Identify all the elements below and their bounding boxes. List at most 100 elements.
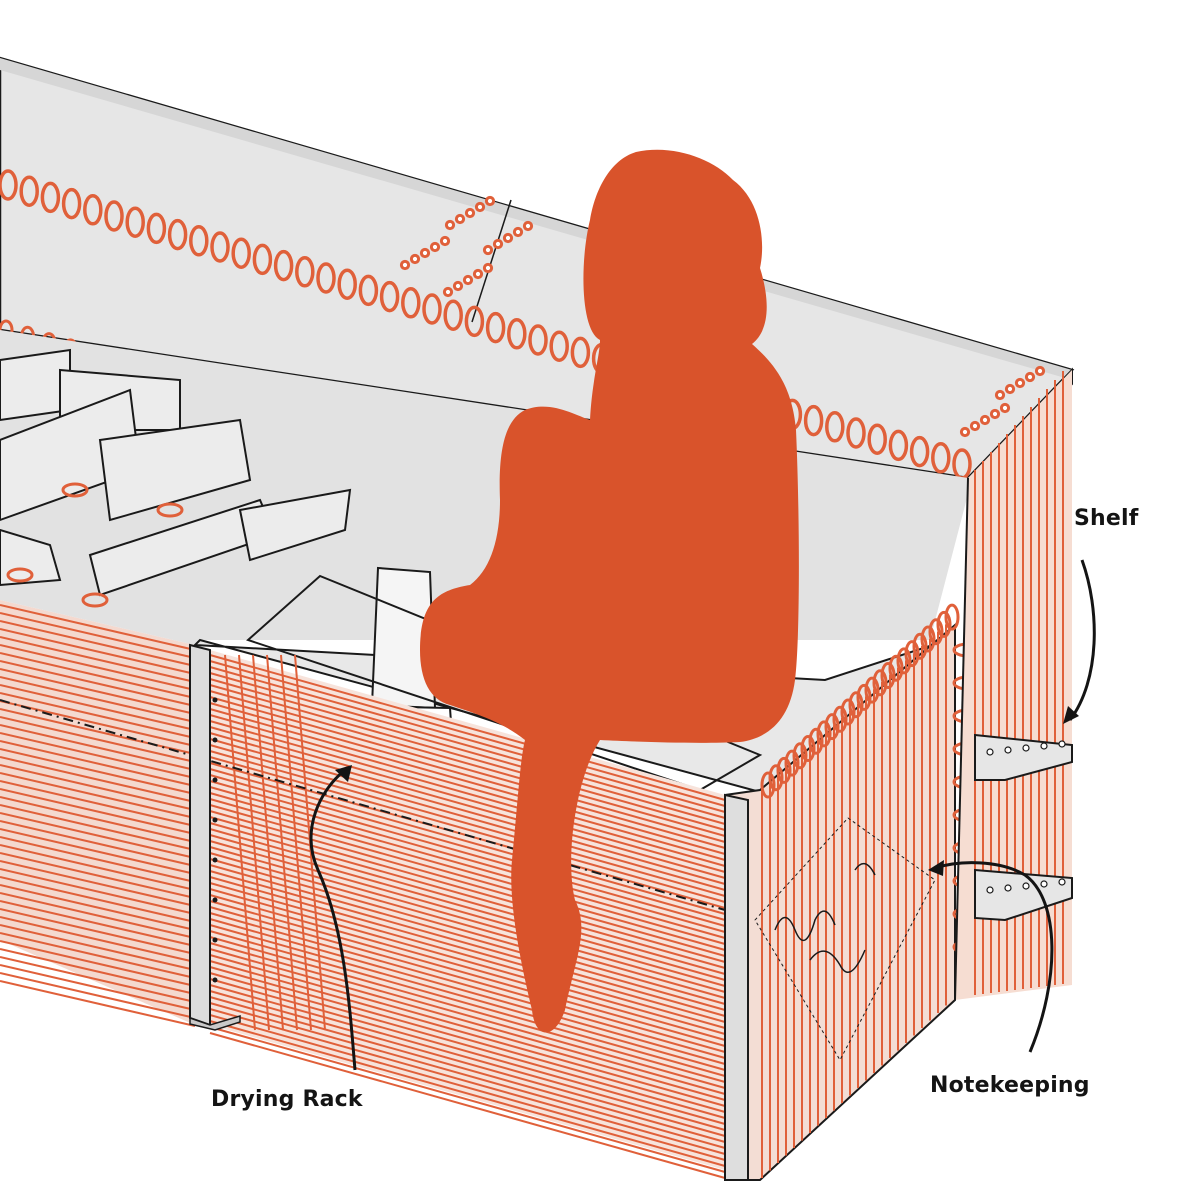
thread-line (209, 918, 726, 1065)
thread-line (0, 772, 196, 819)
rivet-dot (979, 414, 991, 426)
thread-line (0, 860, 196, 907)
thread-line (209, 744, 726, 891)
rivet-dot (444, 219, 456, 231)
coil-loop (856, 683, 872, 711)
coil-loop (909, 435, 930, 468)
coil-loop (379, 280, 400, 313)
thread-line (209, 708, 726, 855)
coil-loop (803, 404, 824, 437)
thread-line (0, 804, 196, 851)
rivet-dot (502, 232, 514, 244)
thread-line (209, 834, 726, 981)
coil-loop (800, 735, 816, 762)
rivet-dot (484, 195, 496, 207)
thread-line (209, 1032, 726, 1179)
thread-line (0, 732, 196, 779)
rivet-dot (994, 389, 1006, 401)
coil-loop (231, 237, 251, 269)
thread-line (209, 882, 726, 1029)
thread-line (209, 906, 726, 1053)
thread-line (209, 702, 726, 849)
support-hole (212, 817, 218, 823)
coil-loop (768, 764, 784, 792)
rivet-dot (1004, 383, 1016, 395)
rivet-dot (464, 207, 476, 219)
rivet-dot (1024, 371, 1036, 383)
shelf-hole (1040, 742, 1048, 750)
coil-loop (776, 756, 792, 784)
thread-line (209, 954, 726, 1101)
coil-loop (944, 603, 960, 631)
rivet-dot (522, 220, 534, 232)
drying-rack-label: Drying Rack (211, 1087, 363, 1112)
thread-line (209, 840, 726, 987)
thread-line (209, 960, 726, 1107)
thread-line (0, 812, 196, 859)
thread-line (209, 786, 726, 933)
rivet-dot (1014, 377, 1026, 389)
thread-line (209, 900, 726, 1047)
thread-line (209, 876, 726, 1023)
thread-line (209, 948, 726, 1095)
coil-loop (570, 336, 591, 369)
rivet-dot (482, 262, 494, 274)
thread-line (209, 714, 726, 861)
coil-loop (337, 268, 357, 300)
shelf-hole (1040, 880, 1048, 888)
rivet-dot (409, 253, 421, 265)
back-thread-panel (0, 600, 196, 1027)
coil-loop (507, 318, 527, 350)
thread-line (209, 1020, 726, 1167)
thread-line (0, 884, 196, 931)
shelf-hole (1004, 884, 1012, 892)
thread-line (0, 868, 196, 915)
thread-line (0, 724, 196, 771)
thread-line (0, 700, 196, 747)
rivet-dot (959, 426, 971, 438)
thread-line (209, 858, 726, 1005)
thread-line (0, 852, 196, 899)
thread-line (0, 676, 196, 723)
rivet-dot (482, 244, 494, 256)
coil-loop (83, 194, 103, 226)
coil-loop (104, 200, 124, 232)
thread-line (209, 924, 726, 1071)
thread-line (209, 942, 726, 1089)
left-support (189, 643, 241, 1031)
support-hole (212, 737, 218, 743)
thread-line (209, 738, 726, 885)
coil-loop (904, 640, 920, 668)
thread-line (0, 764, 196, 811)
shelf-arrowhead (1063, 706, 1079, 724)
coil-loop (61, 187, 82, 220)
thread-line (209, 684, 726, 831)
coil-loop (0, 169, 18, 201)
thread-line (0, 636, 196, 683)
thread-line (209, 894, 726, 1041)
thread-line (266, 654, 298, 1031)
thread-line (209, 660, 726, 807)
coil-loop (872, 669, 888, 697)
thread-line (0, 876, 196, 923)
thread-line (0, 644, 196, 691)
coil-loop (528, 324, 548, 356)
thread-line (0, 932, 196, 979)
thread-line (209, 846, 726, 993)
coil-loop (888, 429, 909, 462)
drying-rack-arrowhead (335, 765, 352, 782)
thread-line (209, 690, 726, 837)
thread-line (209, 726, 726, 873)
front-thread-panel (0, 650, 726, 1179)
thread-line (209, 768, 726, 915)
thread-line (209, 792, 726, 939)
thread-line (0, 796, 196, 843)
coil-loop (825, 411, 845, 443)
thread-line (280, 654, 312, 1031)
rivet-dot (1034, 365, 1046, 377)
coil-loop (252, 243, 273, 276)
thread-line (209, 870, 726, 1017)
thread-line (209, 774, 726, 921)
coil-loop (401, 287, 421, 319)
